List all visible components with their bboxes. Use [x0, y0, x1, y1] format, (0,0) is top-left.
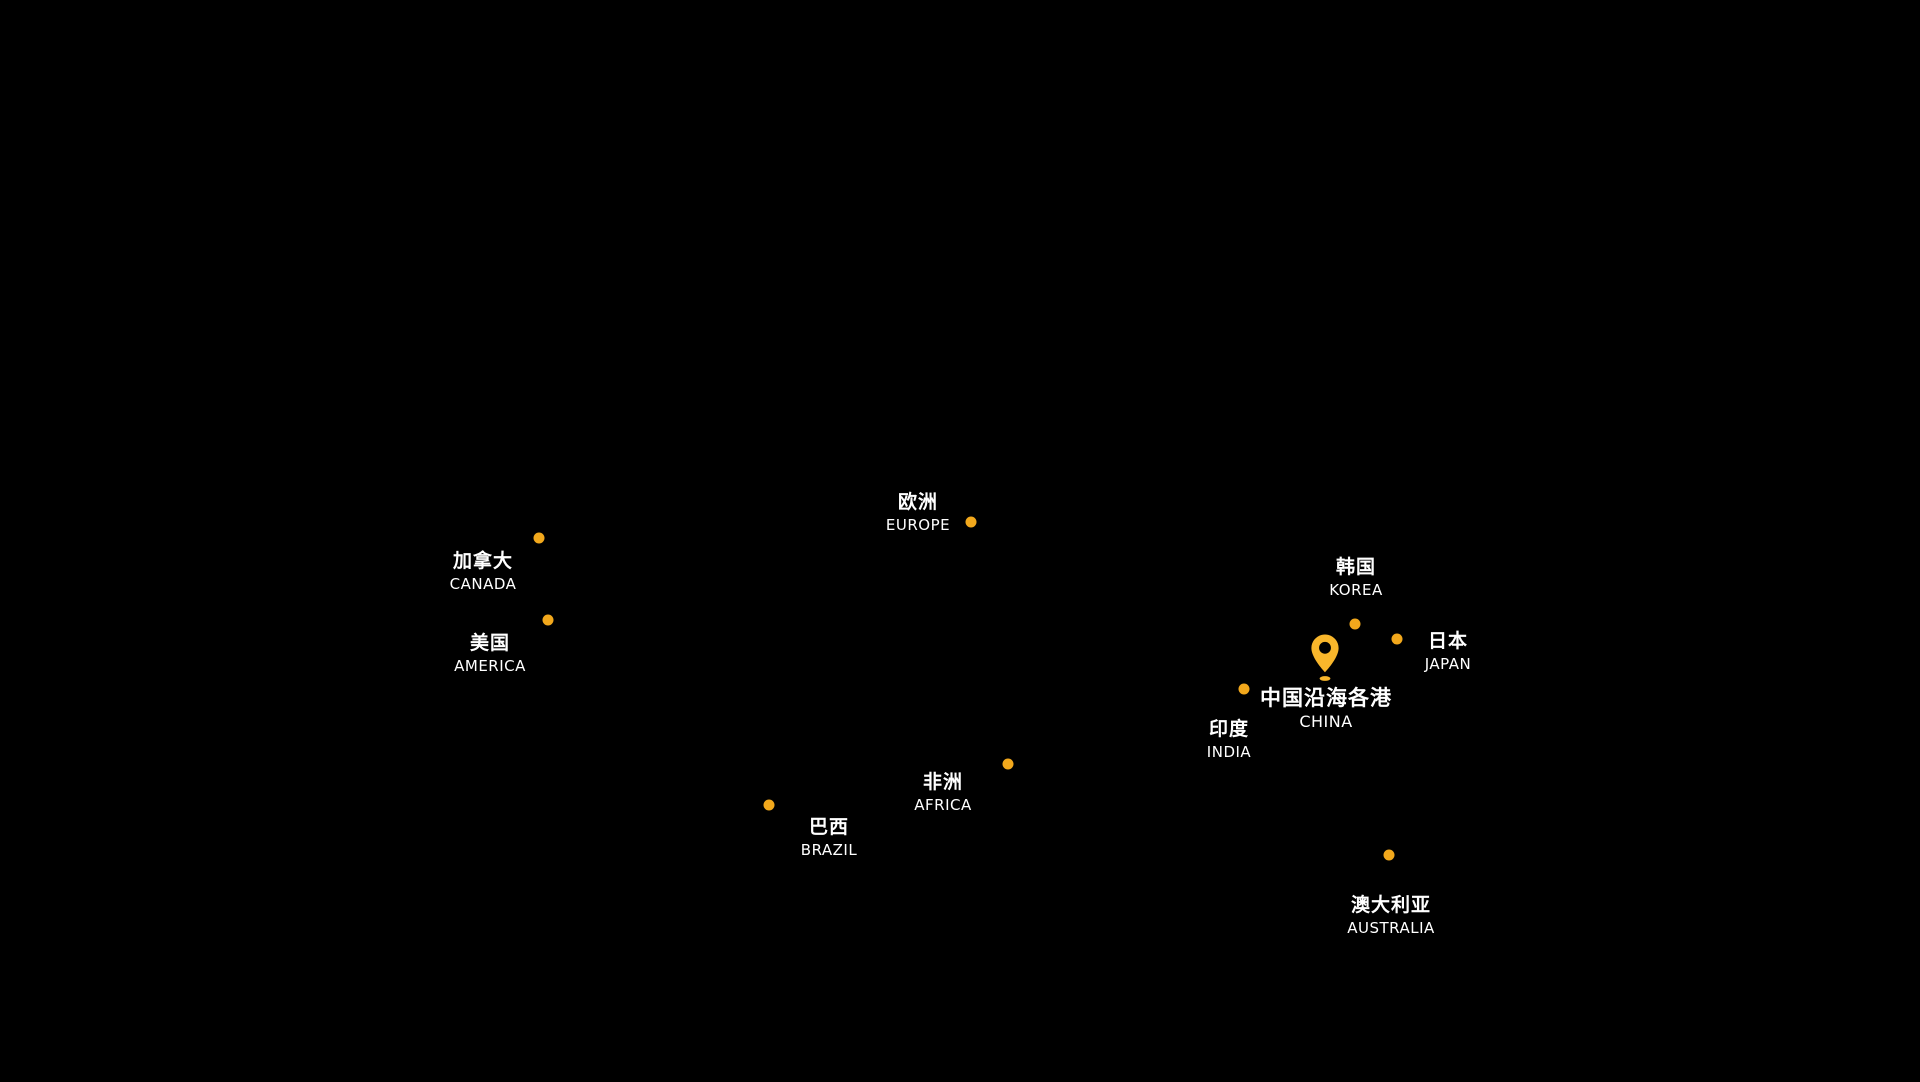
china-location-pin-icon	[1310, 634, 1340, 682]
india-port-dot-icon	[1238, 683, 1250, 695]
africa-label: 非洲 AFRICA	[914, 771, 971, 815]
korea-label-en: KOREA	[1329, 580, 1383, 599]
brazil-label-zh: 巴西	[808, 816, 849, 838]
america-label: 美国 AMERICA	[454, 632, 526, 676]
india-label-zh: 印度	[1208, 718, 1250, 740]
america-label-en: AMERICA	[454, 656, 526, 675]
brazil-label-en: BRAZIL	[800, 840, 858, 859]
america-port-dot-icon	[542, 614, 554, 626]
korea-label-zh: 韩国	[1335, 556, 1377, 578]
canada-label: 加拿大 CANADA	[450, 550, 517, 594]
japan-label-zh: 日本	[1427, 630, 1468, 652]
japan-port-dot-icon	[1391, 633, 1403, 645]
canada-label-en: CANADA	[449, 574, 517, 593]
europe-label-en: EUROPE	[885, 515, 951, 534]
america-label-zh: 美国	[469, 632, 511, 654]
china-label: 中国沿海各港 CHINA	[1260, 685, 1392, 733]
africa-label-zh: 非洲	[922, 771, 964, 793]
canada-label-zh: 加拿大	[452, 550, 514, 572]
korea-port-dot-icon	[1349, 618, 1361, 630]
india-label-en: INDIA	[1206, 742, 1252, 761]
australia-label-zh: 澳大利亚	[1350, 894, 1432, 916]
australia-port-dot-icon	[1383, 849, 1395, 861]
australia-label-en: AUSTRALIA	[1347, 918, 1435, 937]
japan-label: 日本 JAPAN	[1425, 630, 1472, 674]
europe-label-zh: 欧洲	[897, 491, 938, 513]
china-label-zh: 中国沿海各港	[1260, 686, 1392, 711]
brazil-label: 巴西 BRAZIL	[801, 816, 857, 860]
africa-label-en: AFRICA	[914, 795, 972, 814]
australia-label: 澳大利亚 AUSTRALIA	[1347, 894, 1435, 938]
canada-port-dot-icon	[533, 532, 545, 544]
japan-label-en: JAPAN	[1424, 654, 1472, 673]
africa-port-dot-icon	[1002, 758, 1014, 770]
brazil-port-dot-icon	[763, 799, 775, 811]
europe-port-dot-icon	[965, 516, 977, 528]
china-label-en: CHINA	[1299, 712, 1353, 732]
korea-label: 韩国 KOREA	[1329, 556, 1382, 600]
europe-label: 欧洲 EUROPE	[886, 491, 950, 535]
india-label: 印度 INDIA	[1207, 718, 1251, 762]
